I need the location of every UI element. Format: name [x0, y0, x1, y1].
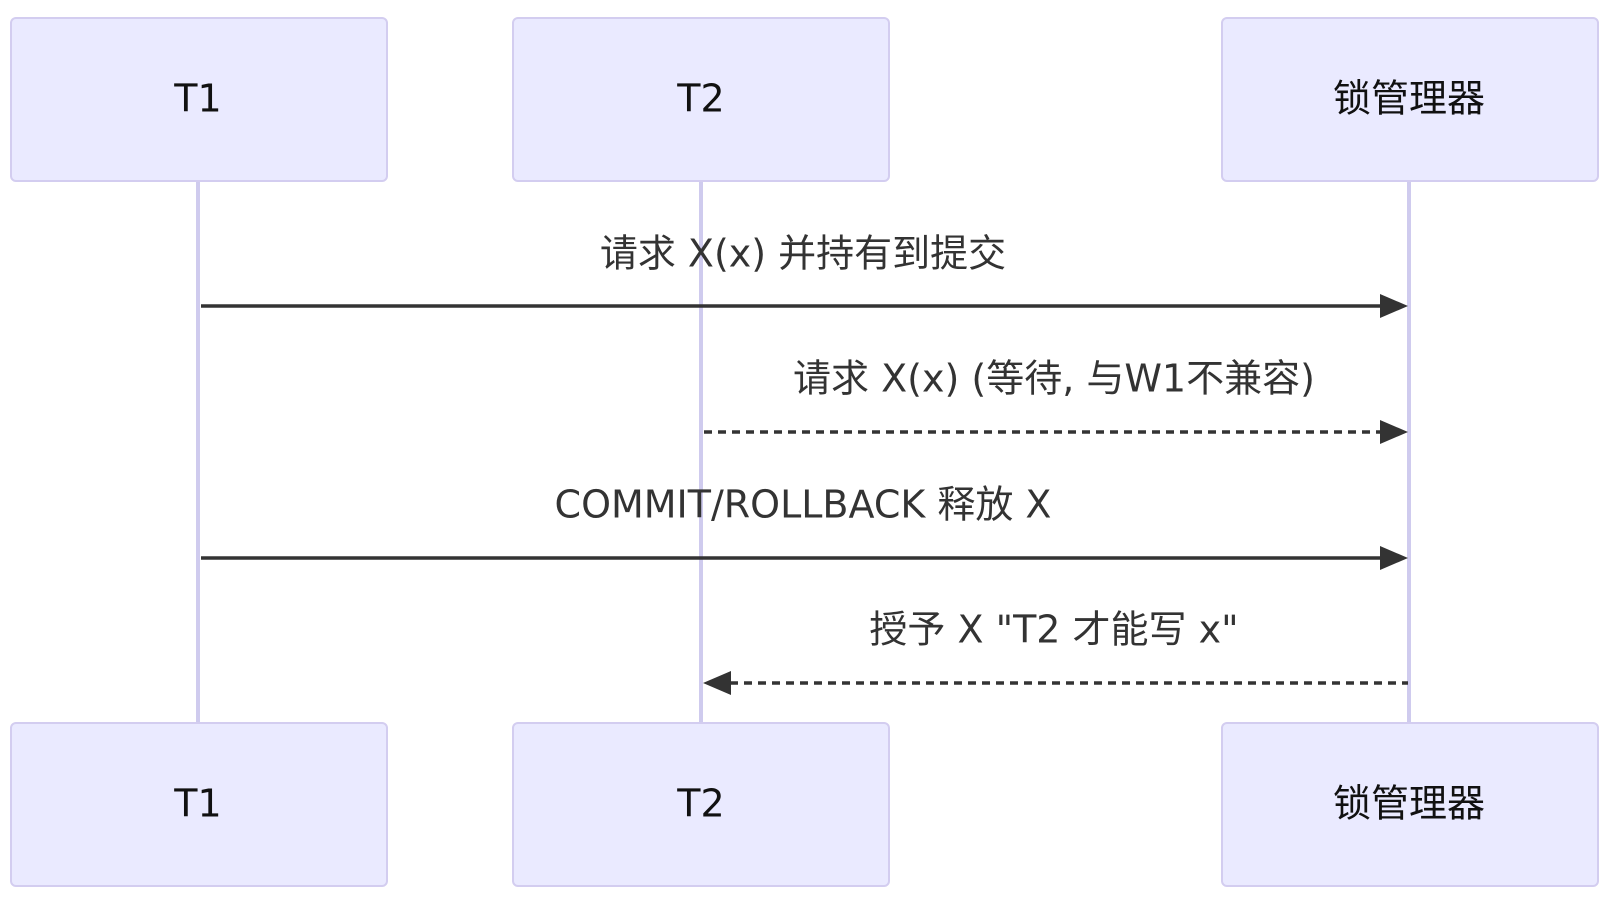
message-3: COMMIT/ROLLBACK 释放 X — [201, 483, 1408, 570]
actor-t2-bottom: T2 — [512, 722, 890, 887]
actor-label: 锁管理器 — [1333, 782, 1485, 826]
arrowhead-left-icon — [703, 671, 731, 695]
actor-t2-top: T2 — [512, 17, 890, 182]
actor-t1-bottom: T1 — [10, 722, 388, 887]
actor-lock-manager-top: 锁管理器 — [1221, 17, 1599, 182]
message-1: 请求 X(x) 并持有到提交 — [201, 232, 1408, 318]
actor-label: T1 — [173, 782, 221, 826]
actor-label: 锁管理器 — [1333, 77, 1485, 121]
arrowhead-right-icon — [1380, 294, 1408, 318]
message-2: 请求 X(x) (等待, 与W1不兼容) — [704, 357, 1408, 444]
message-label: 请求 X(x) 并持有到提交 — [600, 232, 1006, 276]
actor-t1-top: T1 — [10, 17, 388, 182]
arrowhead-right-icon — [1380, 420, 1408, 444]
message-label: COMMIT/ROLLBACK 释放 X — [555, 483, 1052, 527]
message-label: 授予 X "T2 才能写 x" — [869, 608, 1238, 652]
message-label: 请求 X(x) (等待, 与W1不兼容) — [793, 357, 1315, 401]
actor-label: T1 — [173, 77, 221, 121]
actor-label: T2 — [676, 77, 724, 121]
actor-label: T2 — [676, 782, 724, 826]
message-4: 授予 X "T2 才能写 x" — [703, 608, 1408, 695]
actor-lock-manager-bottom: 锁管理器 — [1221, 722, 1599, 887]
arrowhead-right-icon — [1380, 546, 1408, 570]
